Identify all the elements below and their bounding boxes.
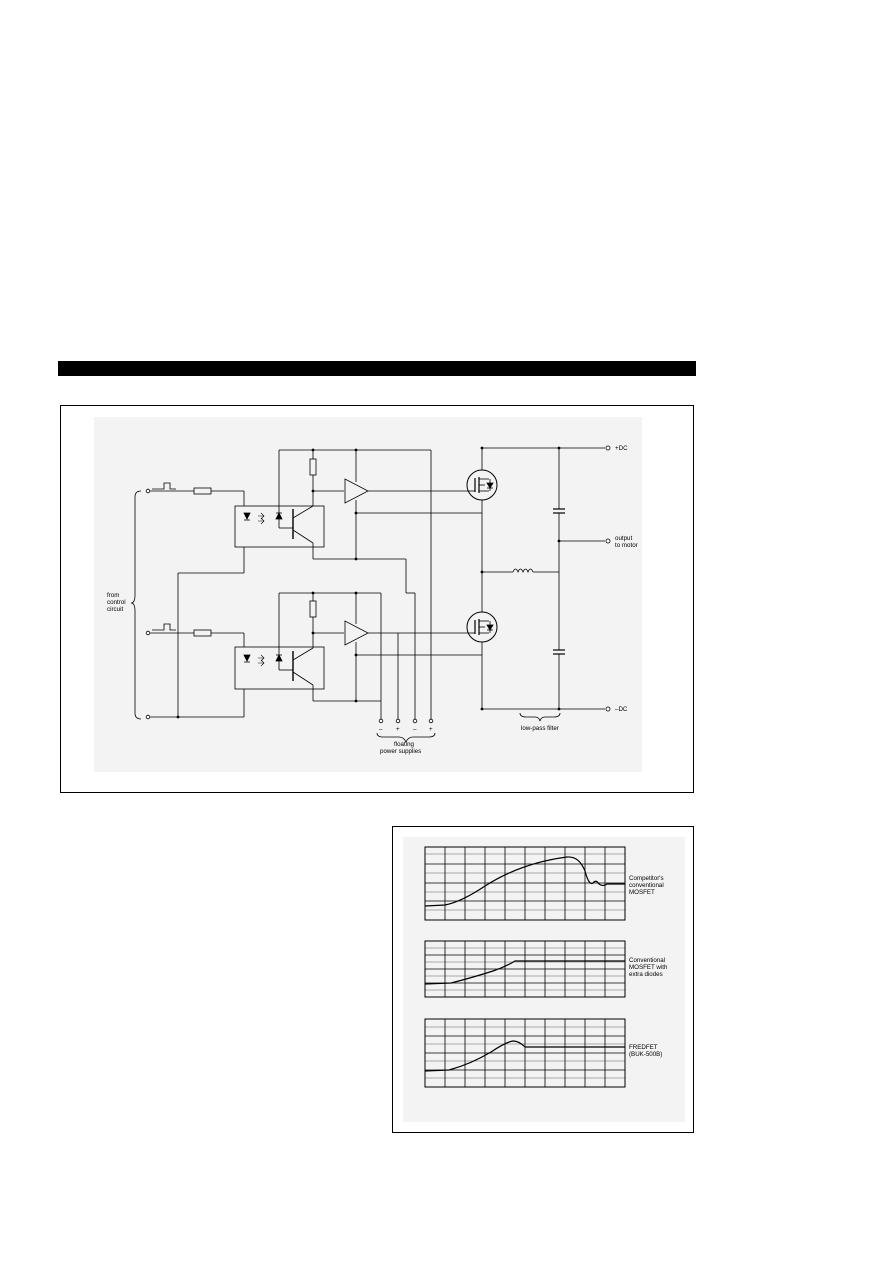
filter-bracket <box>519 712 561 722</box>
trace-3-label-line2: (BUK-500B) <box>629 1051 662 1058</box>
waveform-trace-1 <box>424 856 625 907</box>
amplifier-icon <box>344 620 369 646</box>
trace-3-label-line1: FREDFET <box>629 1044 658 1051</box>
output-label-line1: output <box>615 535 632 542</box>
filter-label: low-pass filter <box>521 725 559 732</box>
pulse-icon <box>152 623 176 631</box>
oscilloscope-grid <box>424 940 626 998</box>
trace-1-label-line3: MOSFET <box>629 889 655 896</box>
waveform-panel: Competitor's conventional MOSFET Convent… <box>403 837 685 1122</box>
optocoupler-box <box>234 505 325 548</box>
led-icon <box>243 512 251 520</box>
amplifier-icon <box>344 478 369 504</box>
led-icon <box>243 654 251 662</box>
control-label-line3: circuit <box>107 606 123 613</box>
psu-label-line1: floating <box>394 741 415 748</box>
schematic-figure: +DC –DC output to motor from control cir… <box>60 405 694 793</box>
light-arrows-icon <box>258 654 265 667</box>
section-header-bar <box>58 361 696 376</box>
oscilloscope-grid <box>424 846 626 921</box>
psu-sign: – <box>379 726 383 733</box>
pulse-icon <box>152 482 176 490</box>
schematic-diagram: +DC –DC output to motor from control cir… <box>94 417 642 772</box>
trace-1-label-line2: conventional <box>629 882 664 889</box>
trace-2-label-line3: extra diodes <box>629 971 663 978</box>
psu-sign: + <box>429 726 433 733</box>
trace-2-label-line2: MOSFET with <box>629 964 668 971</box>
oscilloscope-grid <box>424 1018 626 1088</box>
control-label-line2: control <box>107 599 126 606</box>
control-bracket <box>130 490 142 720</box>
control-label-line1: from <box>107 592 119 599</box>
psu-bracket <box>376 732 436 744</box>
waveform-figure: Competitor's conventional MOSFET Convent… <box>392 826 694 1133</box>
trace-2-label-line1: Conventional <box>629 957 665 964</box>
optocoupler-box <box>234 646 325 690</box>
psu-sign: + <box>396 726 400 733</box>
psu-label-line2: power supplies <box>380 748 421 755</box>
plus-dc-label: +DC <box>615 445 628 452</box>
output-label-line2: to motor <box>615 542 638 549</box>
psu-sign: – <box>413 726 417 733</box>
waveform-trace-2 <box>424 960 625 985</box>
minus-dc-label: –DC <box>615 706 628 713</box>
waveform-trace-3 <box>424 1040 625 1072</box>
light-arrows-icon <box>258 512 265 525</box>
inductor-icon <box>512 568 534 574</box>
trace-1-label-line1: Competitor's <box>629 875 664 882</box>
